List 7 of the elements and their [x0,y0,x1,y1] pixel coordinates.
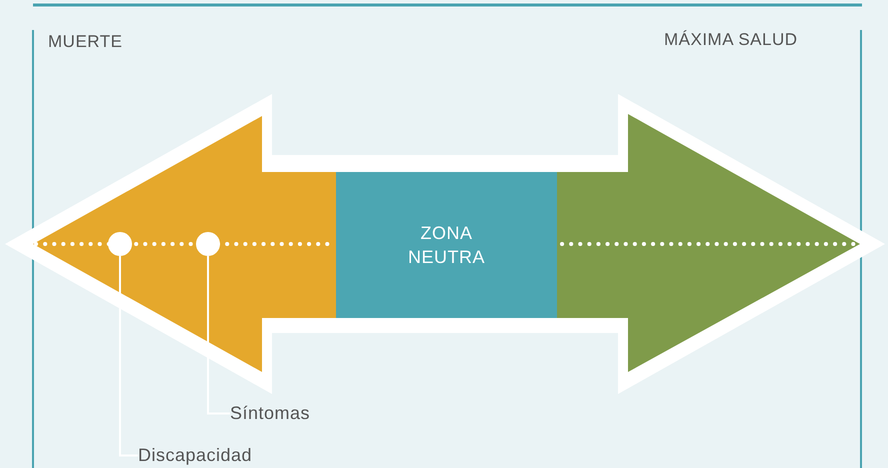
end-label: MÁXIMA SALUD [664,30,798,50]
leader-line [119,256,138,456]
callout-label: Discapacidad [138,445,252,466]
callout-label: Síntomas [230,403,310,424]
zone-box: ZONA NEUTRA [336,172,557,318]
leader-line [207,256,230,414]
end-label: MUERTE [48,32,122,52]
